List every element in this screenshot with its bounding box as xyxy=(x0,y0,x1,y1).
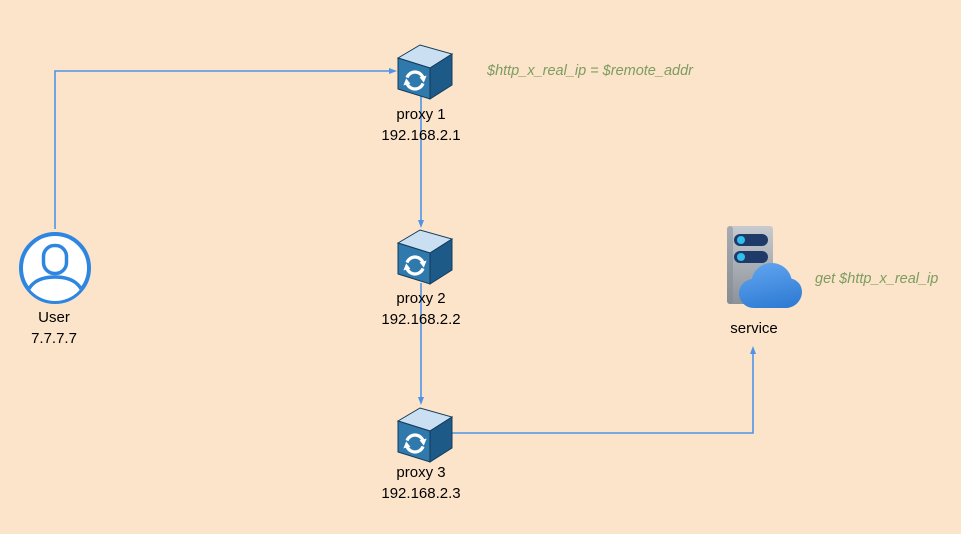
edge-user-to-proxy1 xyxy=(54,68,397,229)
annotation-get-real-ip: get $http_x_real_ip xyxy=(815,271,939,287)
node-proxy3 xyxy=(395,405,457,469)
node-proxy1 xyxy=(395,42,457,106)
proxy3-ip: 192.168.2.3 xyxy=(381,485,461,502)
server-led xyxy=(737,236,745,244)
node-service xyxy=(723,224,805,317)
proxy2-label: proxy 2 192.168.2.2 xyxy=(351,288,491,330)
server-led xyxy=(737,253,745,261)
proxy1-label: proxy 1 192.168.2.1 xyxy=(351,104,491,146)
sync-icon xyxy=(403,255,427,276)
user-ip: 7.7.7.7 xyxy=(31,330,77,347)
proxy1-name: proxy 1 xyxy=(396,106,446,123)
proxy-cube-icon xyxy=(396,44,454,100)
edge-proxy3-to-service xyxy=(452,346,756,434)
annotation-set-real-ip: $http_x_real_ip = $remote_addr xyxy=(487,63,693,79)
user-name: User xyxy=(38,309,70,326)
server-cloud-icon xyxy=(727,226,802,308)
proxy1-ip: 192.168.2.1 xyxy=(381,127,461,144)
proxy3-label: proxy 3 192.168.2.3 xyxy=(351,462,491,504)
service-label: service xyxy=(684,318,824,339)
sync-icon xyxy=(403,70,427,91)
node-proxy2 xyxy=(395,227,457,291)
sync-icon xyxy=(403,433,427,454)
proxy2-ip: 192.168.2.2 xyxy=(381,311,461,328)
user-label: User 7.7.7.7 xyxy=(0,307,124,349)
node-user xyxy=(17,230,93,306)
cloud-icon xyxy=(739,263,802,308)
proxy2-name: proxy 2 xyxy=(396,290,446,307)
user-icon xyxy=(19,232,91,304)
proxy3-name: proxy 3 xyxy=(396,464,446,481)
proxy-cube-icon xyxy=(396,229,454,285)
service-name: service xyxy=(730,320,778,337)
proxy-cube-icon xyxy=(396,407,454,463)
